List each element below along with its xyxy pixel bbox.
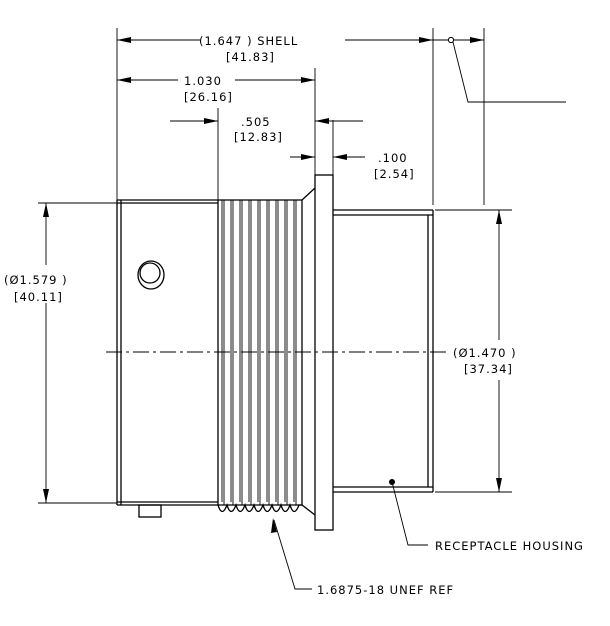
housing-diameter-mm: [37.34] [464,362,513,376]
thread-lines [217,200,302,513]
thread-label: 1.6875-18 UNEF REF [317,583,454,597]
length-1030-dimension: 1.030 [26.16] [117,74,315,104]
connector-shell-body [116,174,434,531]
shell-length-inch: (1.647 ) SHELL [199,34,298,48]
shell-diameter-inch: (Ø1.579 ) [4,273,68,287]
flange-thickness-dimension: .100 [2.54] [290,151,415,181]
shell-diameter-mm: [40.11] [14,290,63,304]
length-505-inch: .505 [241,115,271,129]
length-505-dimension: .505 [12.83] [170,115,363,144]
flange-thickness-mm: [2.54] [374,167,415,181]
extension-lines [38,28,512,504]
shell-length-mm: [41.83] [226,50,275,64]
length-1030-mm: [26.16] [184,90,233,104]
length-1030-inch: 1.030 [184,74,222,88]
flange-thickness-inch: .100 [378,151,408,165]
housing-diameter-inch: (Ø1.470 ) [453,346,517,360]
receptacle-housing-callout: RECEPTACLE HOUSING [389,479,584,553]
housing-diameter-dimension: (Ø1.470 ) [37.34] [453,210,517,492]
shell-length-dimension: (1.647 ) SHELL [41.83] [117,34,566,103]
length-505-mm: [12.83] [234,130,283,144]
thread-callout: 1.6875-18 UNEF REF [271,518,454,597]
shell-diameter-dimension: (Ø1.579 ) [40.11] [4,203,68,503]
receptacle-housing-label: RECEPTACLE HOUSING [435,539,584,553]
